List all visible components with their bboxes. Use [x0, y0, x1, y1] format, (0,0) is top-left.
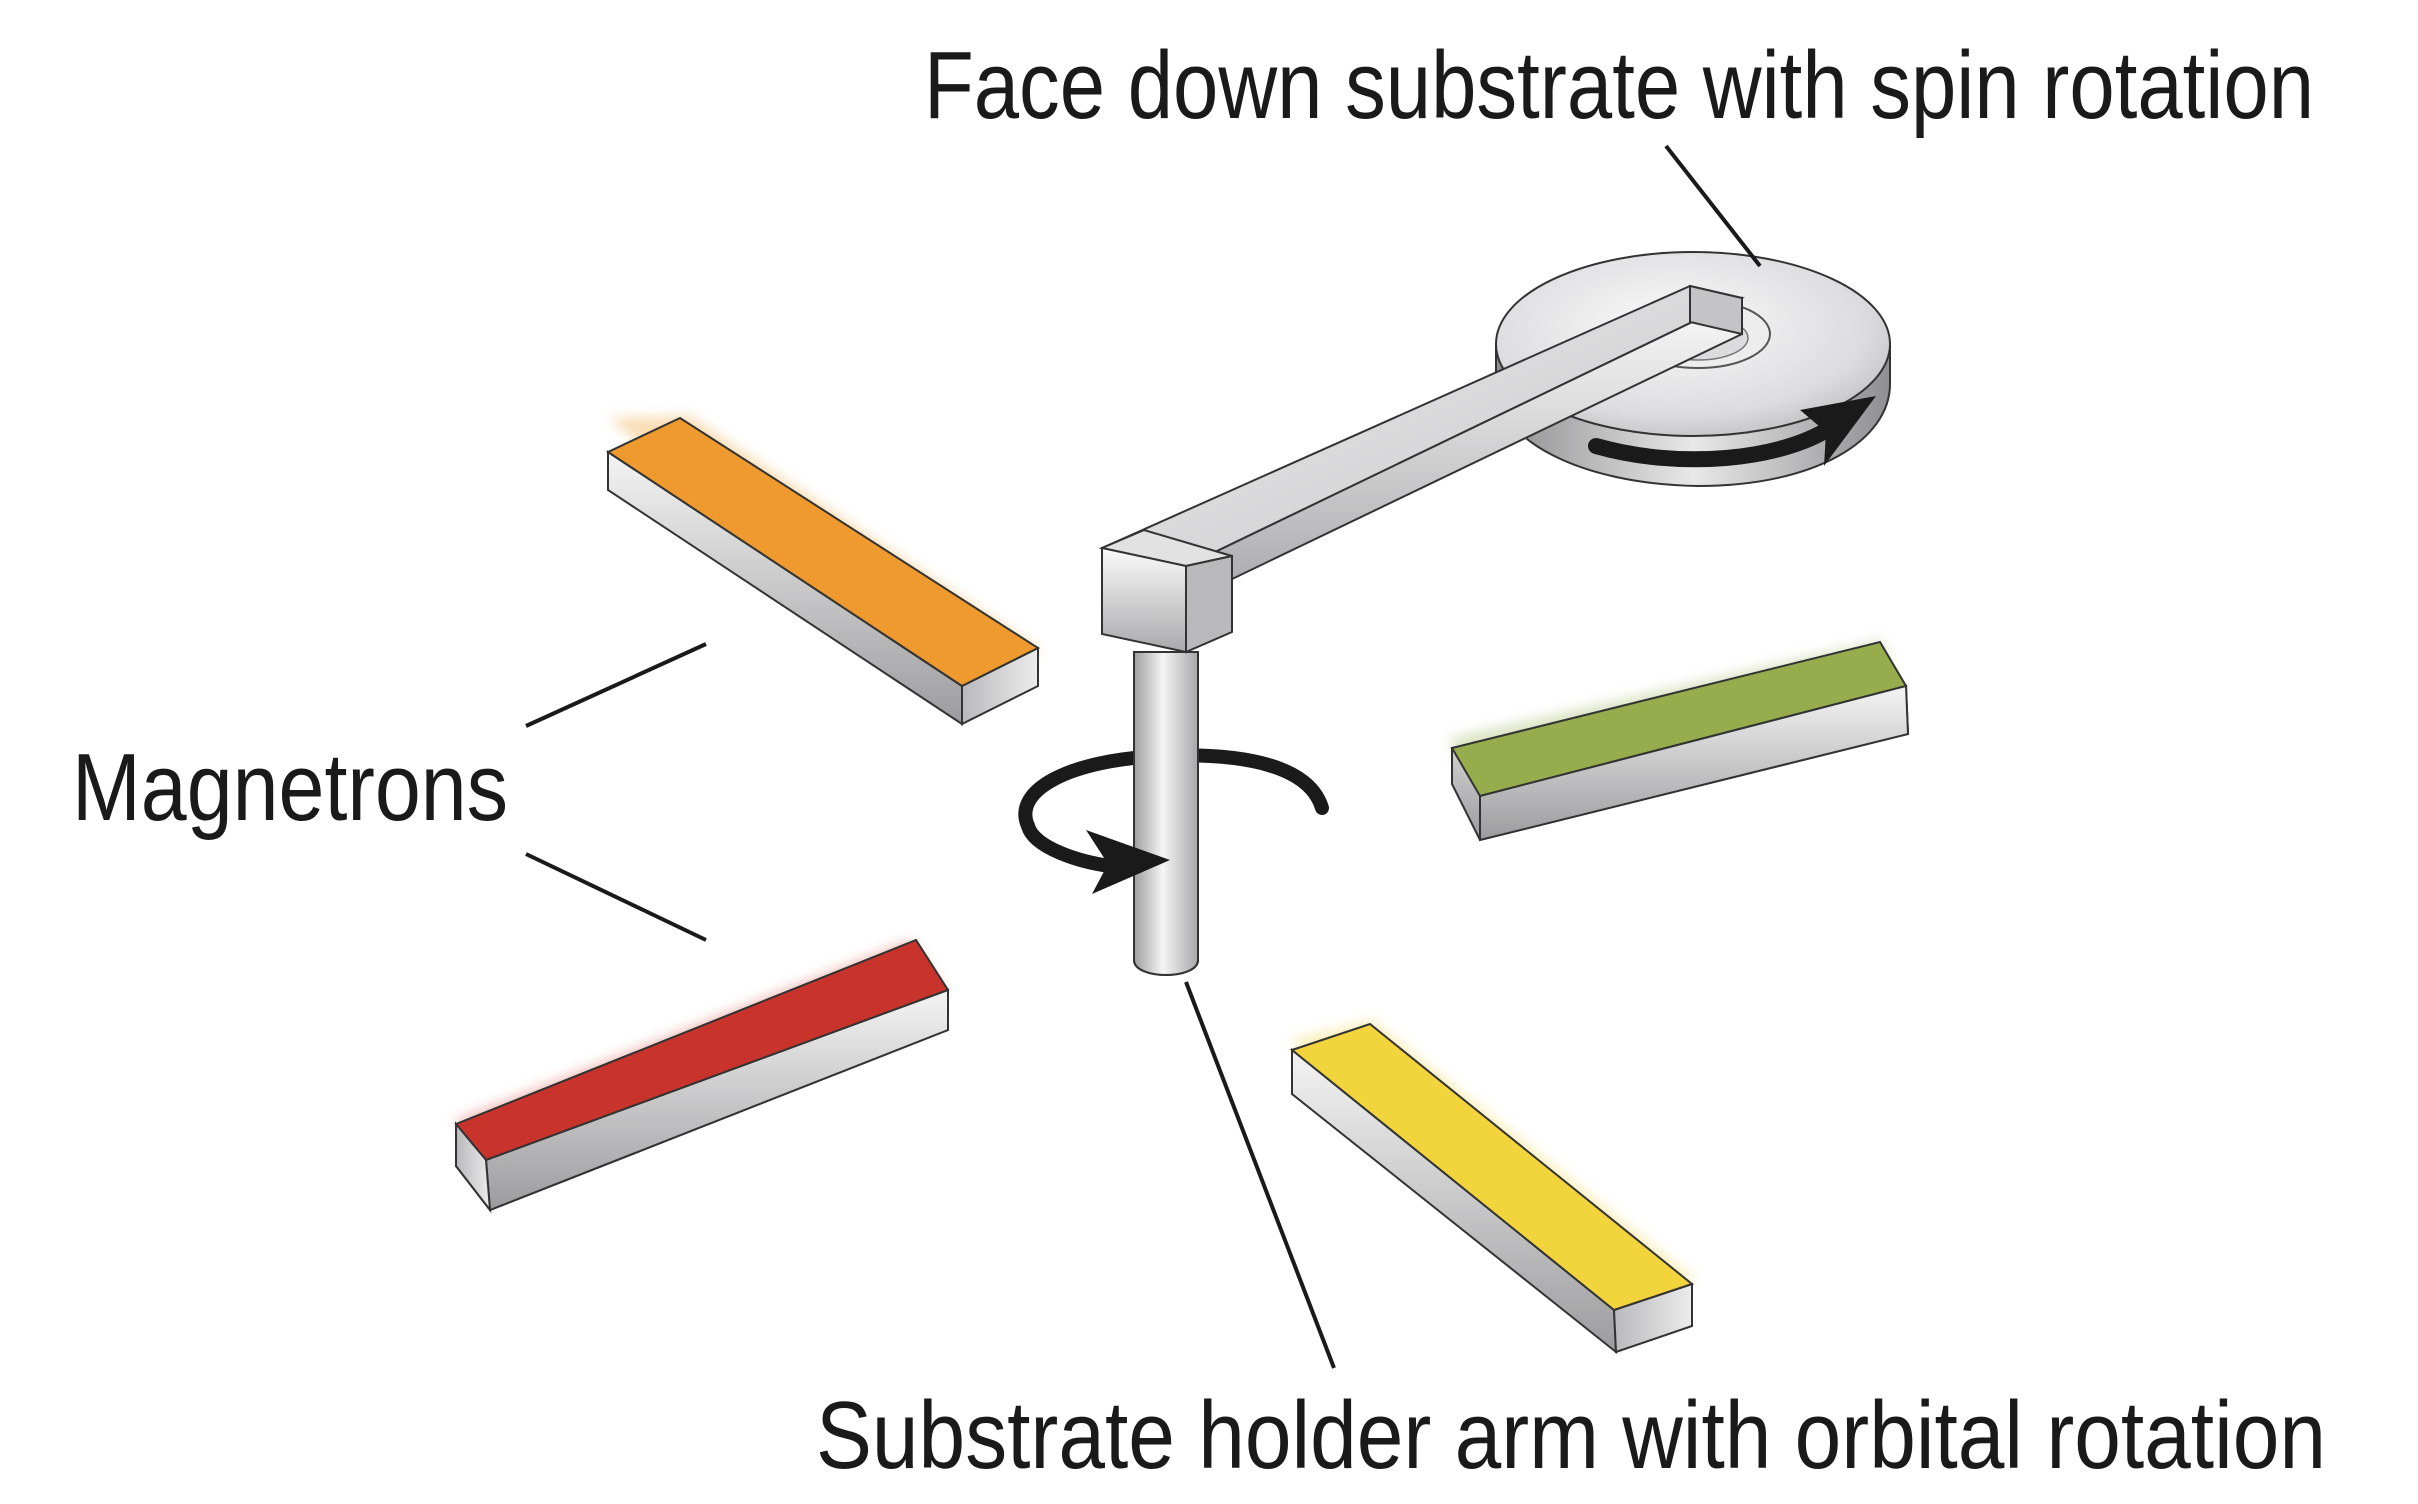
curved-arrow-icon: [1588, 396, 1876, 468]
leader-line-bottom: [1184, 981, 1336, 1369]
vertical-post: [1133, 651, 1199, 976]
leader-line-magnetron-upper: [525, 642, 707, 728]
magnetron-yellow-face: [1289, 1022, 1695, 1312]
leader-line-magnetron-lower: [525, 852, 707, 942]
curved-arrow-icon: [1021, 819, 1170, 894]
label-spin-substrate: Face down substrate with spin rotation: [924, 32, 2314, 139]
holder-arm: [1098, 284, 1745, 654]
magnetron-orange: [605, 416, 1041, 726]
leader-line-top: [1664, 144, 1762, 268]
magnetron-red: [454, 938, 950, 1214]
magnetron-yellow: [1289, 1020, 1696, 1355]
label-holder-arm: Substrate holder arm with orbital rotati…: [816, 1382, 2326, 1489]
magnetron-green: [1450, 640, 1910, 842]
label-magnetrons: Magnetrons: [72, 734, 508, 841]
magnetron-orange-face: [605, 416, 1041, 688]
leader-lines: [525, 144, 1762, 1369]
